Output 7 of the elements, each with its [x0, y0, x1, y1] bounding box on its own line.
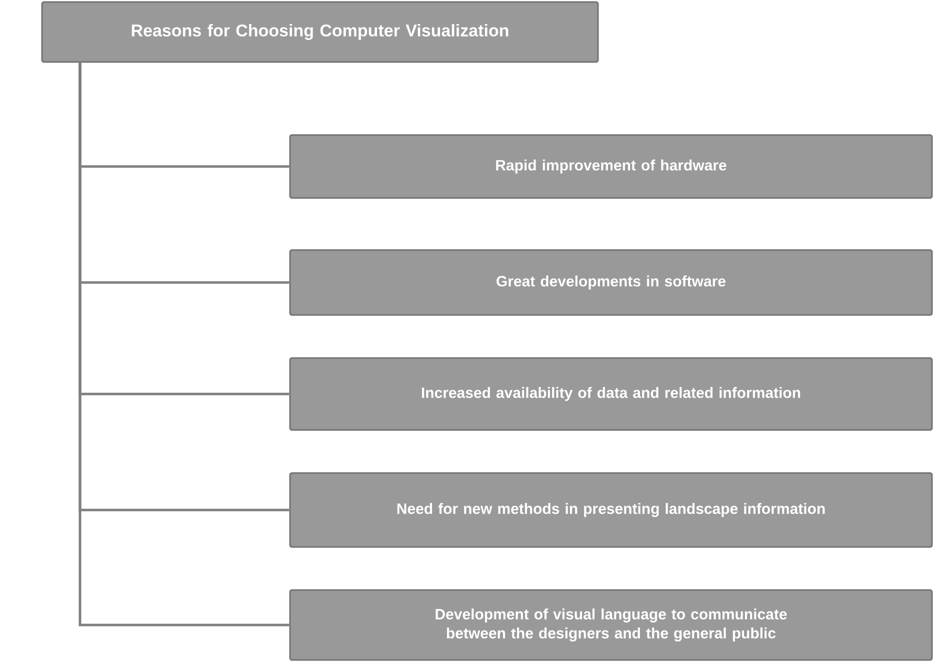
reason-box: Increased availability of data and related information [289, 357, 933, 431]
title-box: Reasons for Choosing Computer Visualization [41, 1, 599, 63]
reason-box: Development of visual language to communicate between the designers and the general public [289, 589, 933, 661]
reason-box: Need for new methods in presenting landscape information [289, 472, 933, 548]
reason-box: Great developments in software [289, 249, 933, 316]
reason-box: Rapid improvement of hardware [289, 134, 933, 199]
connector-line [78, 62, 290, 626]
